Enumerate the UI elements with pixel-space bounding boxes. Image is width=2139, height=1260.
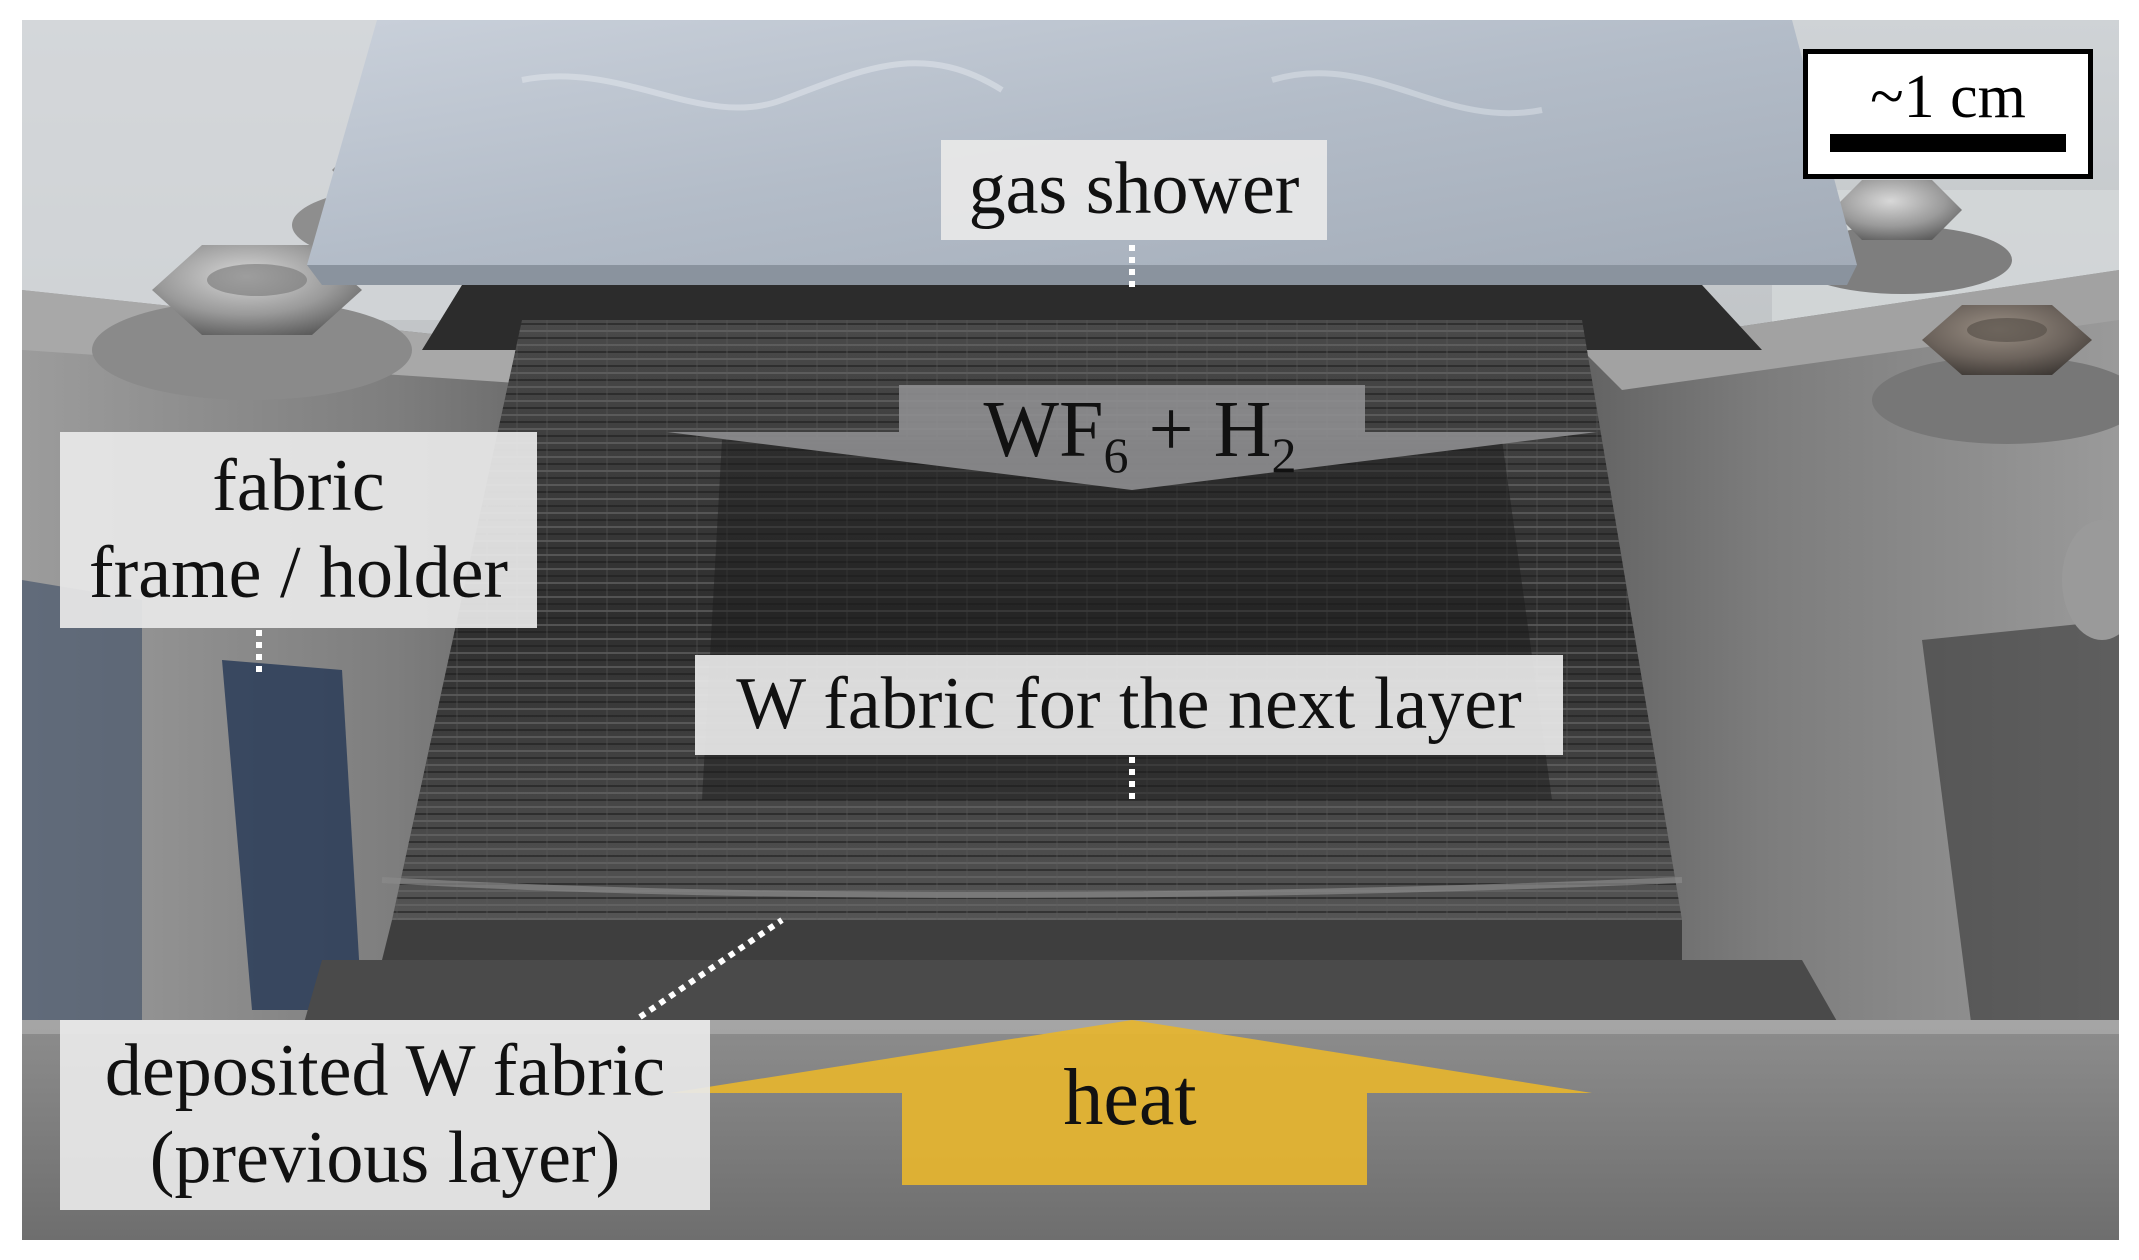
deposited-fabric-label-line2: (previous layer) (149, 1117, 621, 1199)
heat-arrow-label-text: heat (1063, 1054, 1197, 1142)
scale-bar-label: ~1 cm (1870, 63, 2026, 131)
next-layer-label-text: W fabric for the next layer (736, 663, 1522, 746)
deposited-fabric-label: deposited W fabric (previous layer) (60, 1020, 710, 1210)
gas-shower-label-text: gas shower (968, 148, 1300, 231)
gas-flow-sub1: 6 (1103, 427, 1129, 483)
fabric-holder-label-line2: frame / holder (88, 532, 509, 614)
gas-shower-label: gas shower (941, 140, 1327, 240)
gas-flow-join: + H (1128, 386, 1272, 474)
next-layer-label: W fabric for the next layer (695, 655, 1563, 755)
gas-flow-sub2: 2 (1271, 427, 1297, 483)
scale-bar-line (1830, 134, 2066, 152)
deposited-fabric-label-line1: deposited W fabric (104, 1029, 666, 1112)
fabric-holder-label-line1: fabric (212, 444, 385, 527)
fabric-holder-label: fabric frame / holder (60, 432, 537, 628)
gas-flow-base1: WF (983, 386, 1104, 474)
gas-flow-arrow-label: WF6 + H2 (960, 385, 1320, 484)
heat-arrow-label: heat (1010, 1053, 1250, 1144)
scale-bar: ~1 cm (1803, 49, 2093, 179)
